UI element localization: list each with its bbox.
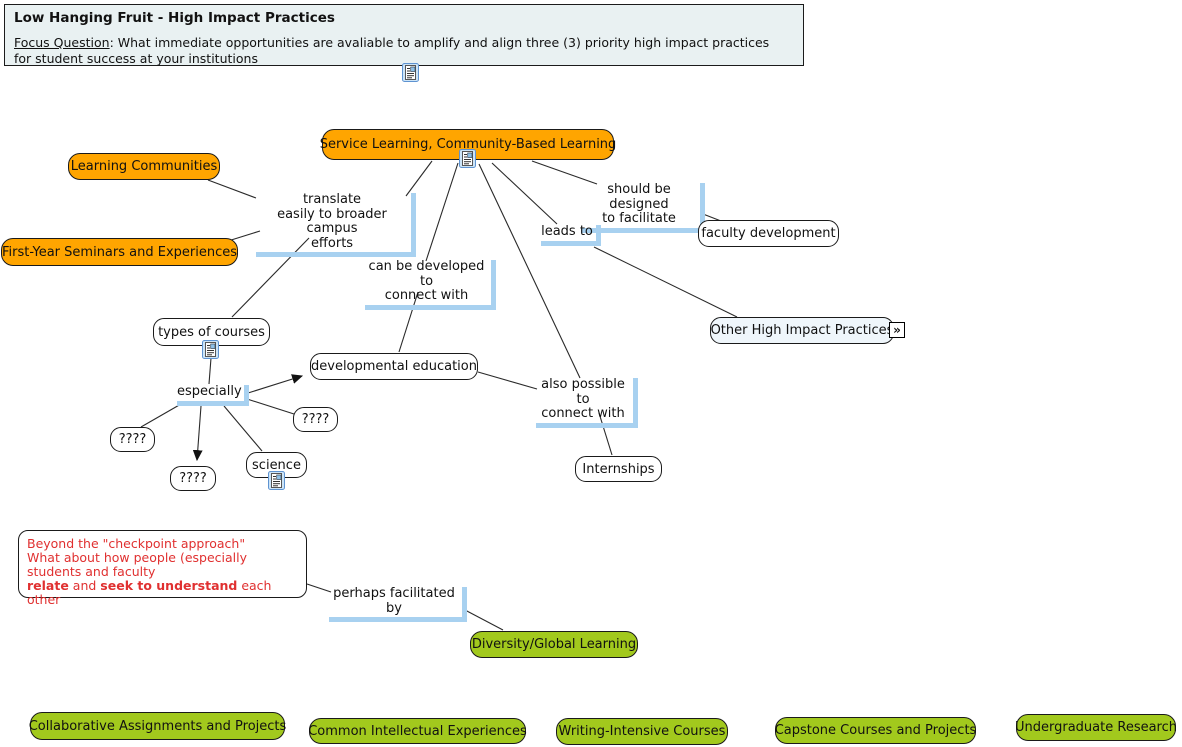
resource-icon[interactable] bbox=[202, 340, 219, 359]
node-collaborative-assignments[interactable]: Collaborative Assignments and Projects bbox=[29, 712, 286, 740]
focus-question: Focus Question: What immediate opportuni… bbox=[14, 35, 794, 66]
node-developmental-education[interactable]: developmental education bbox=[310, 353, 478, 380]
node-undergraduate-research[interactable]: Undergraduate Research bbox=[1015, 714, 1177, 741]
node-unknown-3[interactable]: ???? bbox=[293, 407, 338, 432]
link-perhaps-facilitated[interactable]: perhaps facilitated by bbox=[329, 586, 467, 622]
node-diversity-global-learning[interactable]: Diversity/Global Learning bbox=[470, 631, 638, 658]
link-translate-easily[interactable]: translate easily to broader campus effor… bbox=[256, 192, 416, 257]
link-also-possible[interactable]: also possible to connect with bbox=[536, 377, 638, 428]
map-title-box: Low Hanging Fruit - High Impact Practice… bbox=[4, 4, 804, 66]
node-learning-communities[interactable]: Learning Communities bbox=[68, 153, 220, 180]
resource-icon[interactable] bbox=[402, 63, 419, 82]
node-common-intellectual-experiences[interactable]: Common Intellectual Experiences bbox=[308, 718, 527, 744]
focus-question-label: Focus Question bbox=[14, 35, 110, 50]
node-capstone-courses[interactable]: Capstone Courses and Projects bbox=[775, 717, 976, 744]
node-unknown-2[interactable]: ???? bbox=[170, 466, 216, 491]
note-line: relate and seek to understand each other bbox=[27, 578, 272, 607]
focus-question-text: : What immediate opportunities are avali… bbox=[109, 35, 770, 50]
node-unknown-1[interactable]: ???? bbox=[110, 427, 155, 452]
link-can-be-developed[interactable]: can be developed to connect with bbox=[365, 259, 496, 310]
focus-question-text-line2: for student success at your institutions bbox=[14, 50, 258, 66]
link-should-be-designed[interactable]: should be designed to facilitate bbox=[581, 182, 705, 233]
link-leads-to[interactable]: leads to bbox=[541, 224, 601, 246]
note-line: What about how people (especially bbox=[27, 550, 248, 565]
annotation-note-box[interactable]: Beyond the "checkpoint approach" What ab… bbox=[18, 530, 307, 607]
map-title: Low Hanging Fruit - High Impact Practice… bbox=[14, 10, 335, 26]
node-internships[interactable]: Internships bbox=[575, 456, 662, 482]
resource-icon[interactable] bbox=[268, 471, 285, 490]
goto-linked-map-icon[interactable]: » bbox=[889, 322, 905, 338]
link-especially[interactable]: especially bbox=[177, 384, 249, 406]
node-other-high-impact-practices[interactable]: Other High Impact Practices bbox=[710, 317, 894, 344]
node-writing-intensive-courses[interactable]: Writing-Intensive Courses bbox=[556, 718, 728, 745]
node-faculty-development[interactable]: faculty development bbox=[698, 220, 839, 247]
note-line: students and faculty bbox=[27, 564, 156, 579]
note-line: Beyond the "checkpoint approach" bbox=[27, 536, 246, 551]
resource-icon[interactable] bbox=[459, 149, 476, 168]
node-first-year-seminars[interactable]: First-Year Seminars and Experiences bbox=[1, 238, 238, 266]
